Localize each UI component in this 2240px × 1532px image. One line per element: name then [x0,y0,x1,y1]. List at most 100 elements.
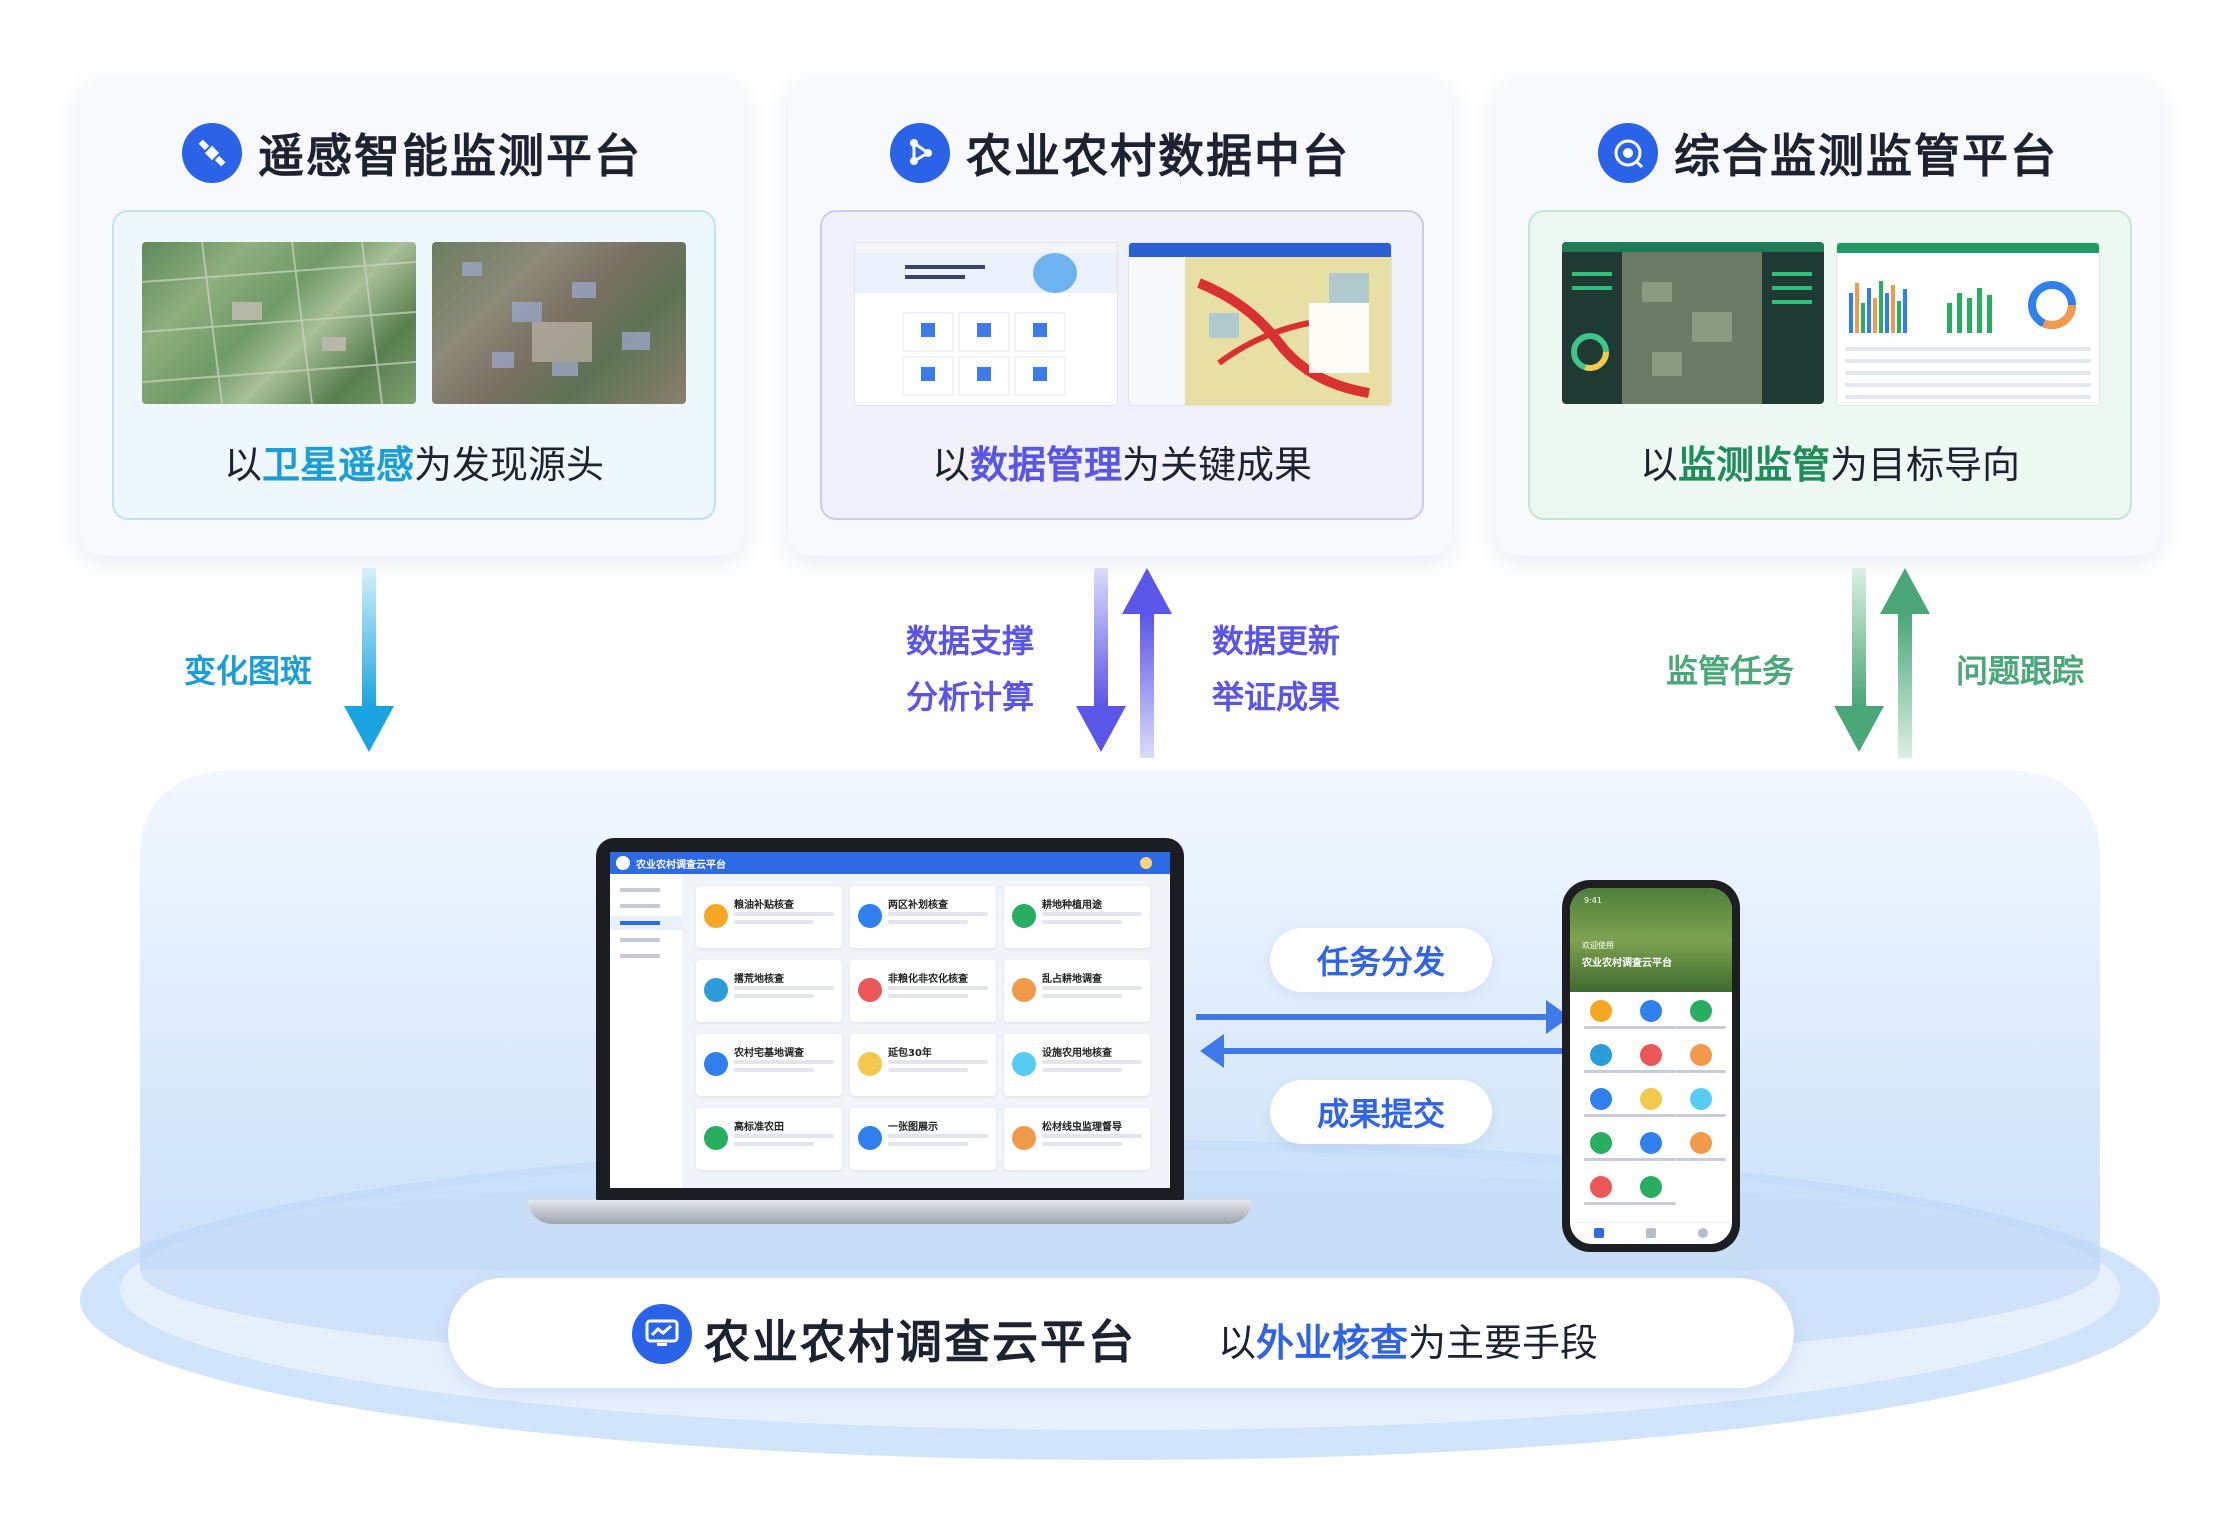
sidebar-item[interactable] [620,954,660,958]
tile-high-standard[interactable]: 高标准农田 [696,1108,842,1170]
card-title-text: 农业农村数据中台 [966,129,1350,183]
phone-tile-icon[interactable] [1590,1000,1612,1022]
tile-icon [1012,1052,1036,1076]
data-update-arrow [1122,568,1172,758]
app-sidebar [610,874,682,1188]
card-slogan: 以监测监管为目标导向 [1639,443,2021,487]
tile-label: 两区补划核查 [888,900,948,911]
app-header: 农业农村调查云平台 [610,852,1170,874]
sidebar-item[interactable] [620,888,660,892]
phone-tile-icon[interactable] [1590,1132,1612,1154]
phone-tile-icon[interactable] [1640,1044,1662,1066]
card-title: 综合监测监管平台 [1496,120,2160,186]
tile-grain-subsidy[interactable]: 粮油补贴核查 [696,886,842,948]
tile-non-grain[interactable]: 非粮化非农化核查 [850,960,996,1022]
satellite-icon [182,123,242,183]
phone-tab-bar [1570,1222,1732,1244]
data-platform-screenshot [854,242,1118,406]
tile-label: 一张图展示 [888,1122,938,1133]
card-inner-panel: 以数据管理为关键成果 [820,210,1424,520]
phone-tile-icon[interactable] [1640,1088,1662,1110]
tile-label: 设施农用地核查 [1042,1048,1112,1059]
tab-profile-icon[interactable] [1698,1228,1708,1238]
phone-tile-icon[interactable] [1640,1176,1662,1198]
card-inner-panel: 以监测监管为目标导向 [1528,210,2132,520]
monitor-dashboard-screenshot [1562,242,1824,404]
task-dispatch-label: 任务分发 [1270,928,1492,992]
remote-sensing-card: 遥感智能监测平台 以卫星遥感为发现源头 [80,80,744,556]
app-logo-icon [616,856,630,870]
data-update-label: 数据更新 [1212,622,1341,660]
phone-screen: 9:41 欢迎使用 农业农村调查云平台 [1570,888,1732,1244]
tab-home-icon[interactable] [1594,1228,1604,1238]
tile-label: 高标准农田 [734,1122,784,1133]
card-slogan: 以卫星遥感为发现源头 [223,443,605,487]
card-title-text: 遥感智能监测平台 [258,129,642,183]
tile-homestead[interactable]: 农村宅基地调查 [696,1034,842,1096]
tile-icon [704,1126,728,1150]
phone: 9:41 欢迎使用 农业农村调查云平台 [1562,880,1740,1252]
phone-tile-icon[interactable] [1690,1132,1712,1154]
card-inner-panel: 以卫星遥感为发现源头 [112,210,716,520]
evidence-result-label: 举证成果 [1212,678,1341,716]
map-screenshot [1128,242,1392,406]
phone-greeting: 欢迎使用 [1582,941,1614,950]
tile-farmland-use[interactable]: 耕地种植用途 [1004,886,1150,948]
phone-tile-icon[interactable] [1640,1132,1662,1154]
phone-tile-icon[interactable] [1690,1000,1712,1022]
card-title-text: 综合监测监管平台 [1674,129,2058,183]
monitor-chart-icon [632,1304,692,1364]
tile-icon [858,978,882,1002]
tile-label: 延包30年 [888,1048,932,1059]
laptop: 农业农村调查云平台 粮油补贴核查 两区补划核查 耕地种植用途 撂荒地核查 非粮化… [596,838,1184,1202]
tile-abandoned-land[interactable]: 撂荒地核查 [696,960,842,1022]
tile-label: 农村宅基地调查 [734,1048,804,1059]
phone-header-image: 9:41 欢迎使用 农业农村调查云平台 [1570,888,1732,992]
tile-icon [858,1052,882,1076]
sidebar-item[interactable] [620,938,660,942]
tile-label: 松材线虫监理督导 [1042,1122,1122,1133]
phone-tile-icon[interactable] [1590,1088,1612,1110]
phone-tile-icon[interactable] [1590,1044,1612,1066]
survey-cloud-platform-bar: 农业农村调查云平台 以外业核查为主要手段 [448,1278,1794,1388]
tile-icon [1012,1126,1036,1150]
tile-icon [858,904,882,928]
phone-tile-icon[interactable] [1690,1044,1712,1066]
supervision-task-label: 监管任务 [1666,652,1795,690]
tile-two-zones[interactable]: 两区补划核查 [850,886,996,948]
tile-pine-nematode[interactable]: 松材线虫监理督导 [1004,1108,1150,1170]
tile-label: 撂荒地核查 [734,974,784,985]
sidebar-item-label [620,921,660,925]
supervision-task-arrow [1834,568,1884,752]
phone-tile-icon[interactable] [1590,1176,1612,1198]
analysis-compute-label: 分析计算 [906,678,1035,716]
phone-tile-icon[interactable] [1690,1088,1712,1110]
phone-app-title: 农业农村调查云平台 [1582,958,1672,969]
card-title: 农业农村数据中台 [788,120,1452,186]
tile-illegal-occupation[interactable]: 乱占耕地调查 [1004,960,1150,1022]
tile-icon [1012,904,1036,928]
tab-task-icon[interactable] [1646,1228,1656,1238]
phone-time: 9:41 [1584,896,1602,905]
tile-contract-extension[interactable]: 延包30年 [850,1034,996,1096]
tile-icon [858,1126,882,1150]
phone-tile-icon[interactable] [1640,1000,1662,1022]
user-avatar[interactable] [1140,857,1152,869]
tile-map-display[interactable]: 一张图展示 [850,1108,996,1170]
app-title: 农业农村调查云平台 [636,860,726,871]
eye-icon [1598,123,1658,183]
tile-icon [704,904,728,928]
task-dispatch-arrow [1196,1000,1570,1034]
data-support-arrow [1076,568,1126,752]
data-support-label: 数据支撑 [906,622,1035,660]
platform-slogan: 以外业核查为主要手段 [1218,1321,1599,1365]
result-submit-label: 成果提交 [1270,1080,1492,1144]
tile-icon [704,1052,728,1076]
laptop-base [528,1200,1252,1224]
tile-icon [1012,978,1036,1002]
sidebar-item[interactable] [620,904,660,908]
tile-label: 非粮化非农化核查 [888,974,968,985]
tile-facility-land[interactable]: 设施农用地核查 [1004,1034,1150,1096]
supervision-platform-card: 综合监测监管平台 以监测监管为目标导向 [1496,80,2160,556]
tile-label: 耕地种植用途 [1042,900,1102,911]
